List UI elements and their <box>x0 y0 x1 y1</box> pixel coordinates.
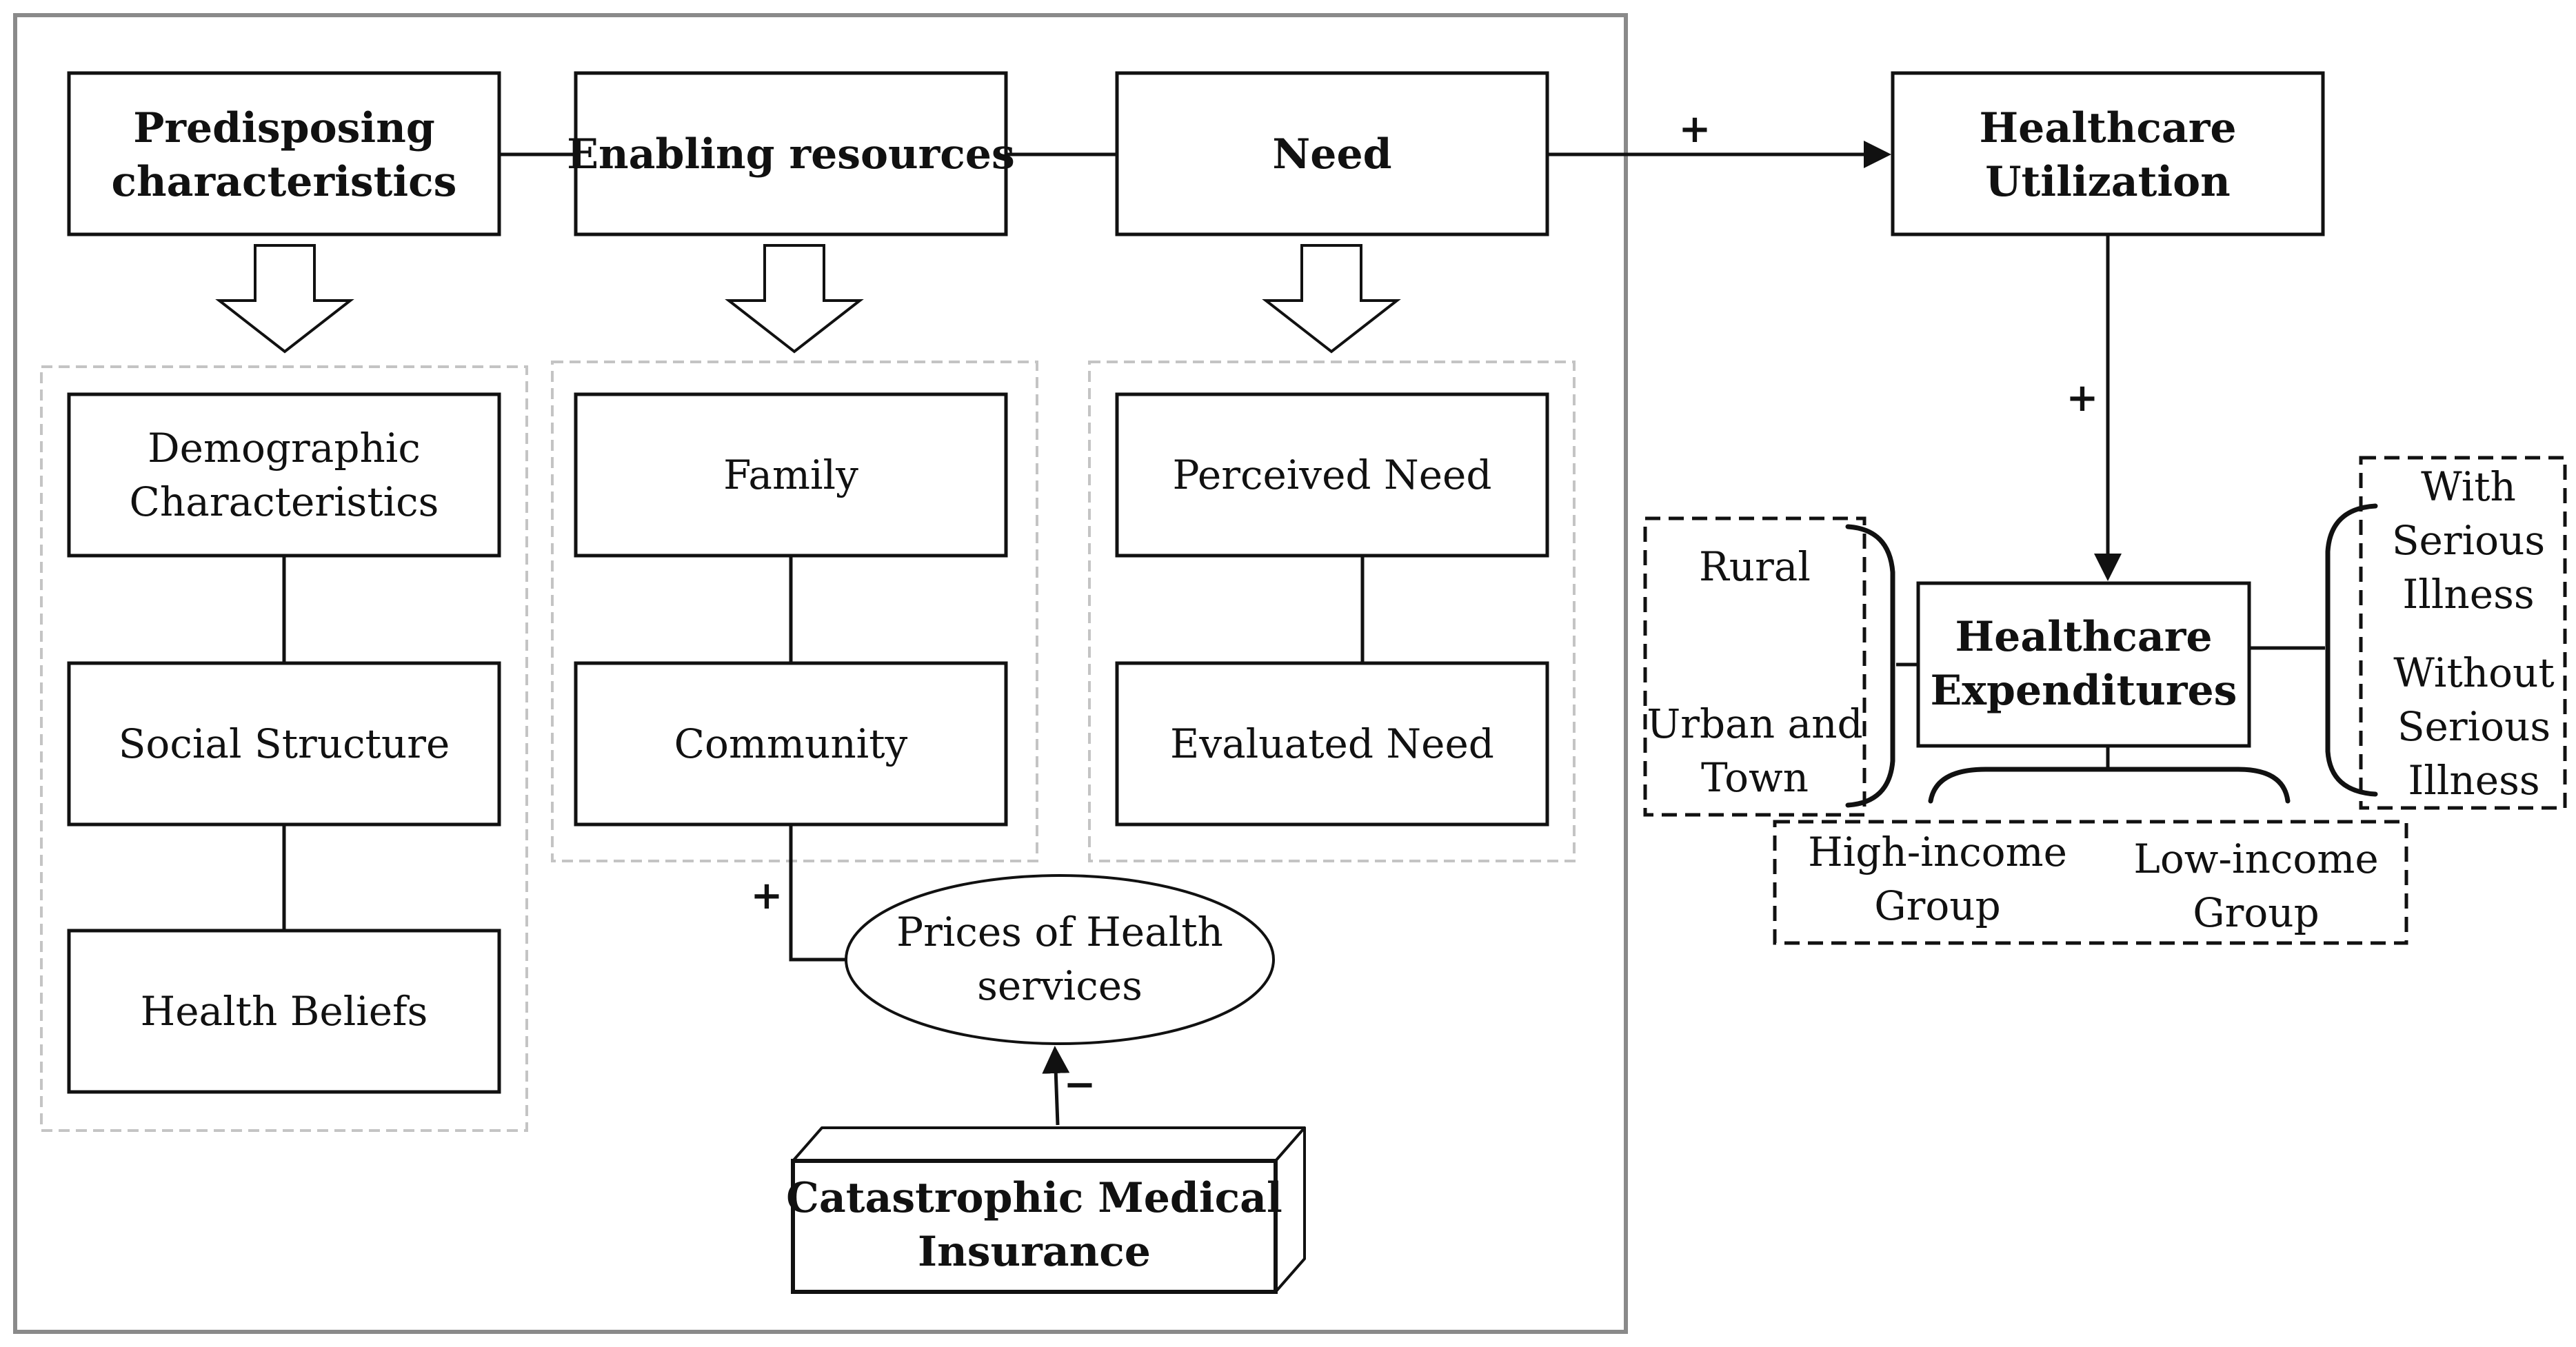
low-income-line2: Group <box>2193 889 2319 936</box>
predisposing-box <box>67 71 501 236</box>
community-box <box>574 661 1008 827</box>
expenditures-line2: Expenditures <box>1931 667 2237 715</box>
need-group <box>1088 361 1576 862</box>
rural-label: Rural <box>1699 543 1811 590</box>
need-box <box>1115 71 1549 236</box>
utilization-line2: Utilization <box>1985 158 2231 206</box>
utilization-box <box>1891 71 2325 236</box>
arrow-insurance-to-prices <box>1042 1046 1070 1126</box>
perceived-need-box <box>1115 392 1549 558</box>
insurance-prices-sign: − <box>1064 1062 1096 1107</box>
perceived-need-label: Perceived Need <box>1172 452 1491 498</box>
residence-brace <box>1845 524 1895 808</box>
community-prices-sign: + <box>751 873 783 918</box>
need-utilization-sign: + <box>1679 106 1711 152</box>
predisposing-group <box>40 365 528 1132</box>
predisposing-line2: characteristics <box>112 158 457 206</box>
insurance-line1: Catastrophic Medical <box>786 1174 1282 1222</box>
demographic-line2: Characteristics <box>130 478 439 525</box>
social-structure-box <box>67 661 501 827</box>
demographic-box <box>67 392 501 558</box>
income-group <box>1773 820 2408 945</box>
social-structure-label: Social Structure <box>119 720 450 767</box>
health-beliefs-label: Health Beliefs <box>141 988 428 1035</box>
community-label: Community <box>674 720 908 767</box>
without-line2: Serious <box>2397 703 2550 750</box>
prices-line2: services <box>977 962 1143 1009</box>
prices-line1: Prices of Health <box>896 909 1223 955</box>
family-box <box>574 392 1008 558</box>
demographic-line1: Demographic <box>148 425 421 472</box>
high-income-line2: Group <box>1874 882 2000 929</box>
evaluated-need-label: Evaluated Need <box>1170 720 1494 767</box>
connector-community-prices <box>789 824 849 962</box>
hollow-arrow-enabling <box>725 244 864 354</box>
income-brace <box>1928 767 2291 804</box>
expenditures-box <box>1916 581 2251 748</box>
without-line1: Without <box>2393 649 2554 696</box>
need-label: Need <box>1272 130 1391 179</box>
residence-group <box>1643 516 1866 817</box>
with-line2: Serious <box>2392 517 2545 564</box>
insurance-line2: Insurance <box>918 1228 1151 1276</box>
insurance-box-top <box>792 1126 1306 1162</box>
insurance-box <box>791 1159 1278 1294</box>
utilization-expenditures-sign: + <box>2066 375 2099 421</box>
predisposing-line1: Predisposing <box>133 104 435 152</box>
family-label: Family <box>723 452 858 498</box>
model-frame <box>13 13 1628 1334</box>
high-income-line1: High-income <box>1808 829 2067 875</box>
with-line3: Illness <box>2402 571 2534 618</box>
utilization-line1: Healthcare <box>1979 104 2236 152</box>
expenditures-line1: Healthcare <box>1955 613 2212 661</box>
illness-group <box>2359 456 2567 810</box>
enabling-label: Enabling resources <box>567 130 1015 179</box>
hollow-arrow-need <box>1262 244 1401 354</box>
health-beliefs-box <box>67 929 501 1094</box>
without-line3: Illness <box>2408 757 2539 804</box>
with-line1: With <box>2421 463 2516 510</box>
prices-ellipse <box>845 874 1275 1045</box>
evaluated-need-box <box>1115 661 1549 827</box>
enabling-group <box>551 361 1038 862</box>
hollow-arrow-predisposing <box>215 244 354 354</box>
low-income-line1: Low-income <box>2133 835 2378 882</box>
urban-line2: Town <box>1701 754 1809 801</box>
enabling-box <box>574 71 1008 236</box>
urban-line1: Urban and <box>1647 700 1862 747</box>
illness-brace <box>2325 503 2378 797</box>
